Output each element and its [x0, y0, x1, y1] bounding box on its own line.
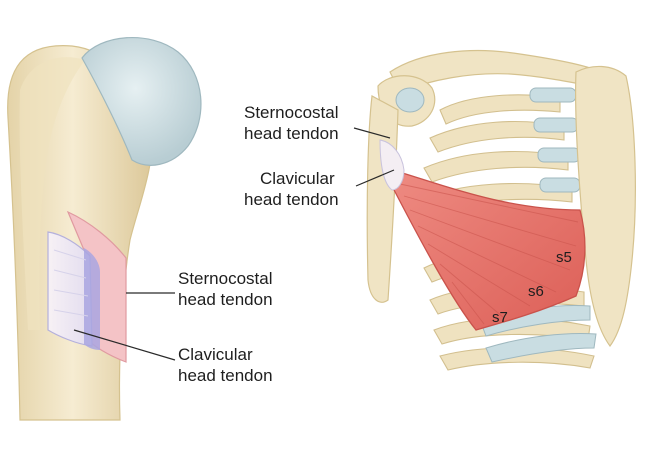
shoulder-cartilage: [395, 87, 425, 113]
right-sternocostal-line2: head tendon: [244, 124, 339, 143]
rib-label-s7: s7: [492, 309, 508, 326]
right-clavicular-line2: head tendon: [244, 190, 339, 209]
left-clavicular-line2: head tendon: [178, 366, 273, 385]
right-sternocostal-line1: Sternocostal: [244, 103, 339, 122]
upper-arm-bone: [366, 95, 399, 303]
left-sternocostal-line1: Sternocostal: [178, 269, 273, 288]
sternum: [575, 65, 636, 348]
chest-tendon-insertion: [379, 139, 405, 191]
left-clavicular-leader: [73, 329, 176, 361]
right-sternocostal-label: Sternocostal head tendon: [244, 103, 343, 143]
left-sternocostal-line2: head tendon: [178, 290, 273, 309]
right-clavicular-line1: Clavicular: [260, 169, 335, 188]
tendon-fibers: [53, 249, 89, 317]
right-clavicular-leader: [355, 169, 395, 187]
rib-label-s5: s5: [556, 249, 572, 266]
left-clavicular-label: Clavicular head tendon: [178, 345, 273, 385]
humerus-tendon-fold: [84, 248, 100, 350]
left-sternocostal-label: Sternocostal head tendon: [178, 269, 277, 309]
right-sternocostal-leader: [353, 127, 391, 139]
rib-label-s6: s6: [528, 283, 544, 300]
muscle-fibers: [399, 183, 579, 325]
humerus-illustration: [7, 36, 202, 421]
pectoralis-major-muscle: [391, 169, 586, 331]
right-clavicular-label: Clavicular head tendon: [244, 169, 339, 209]
left-clavicular-line1: Clavicular: [178, 345, 253, 364]
thorax-illustration: [366, 50, 636, 371]
humeral-head: [81, 36, 202, 166]
greater-tubercle-shade: [19, 57, 86, 331]
